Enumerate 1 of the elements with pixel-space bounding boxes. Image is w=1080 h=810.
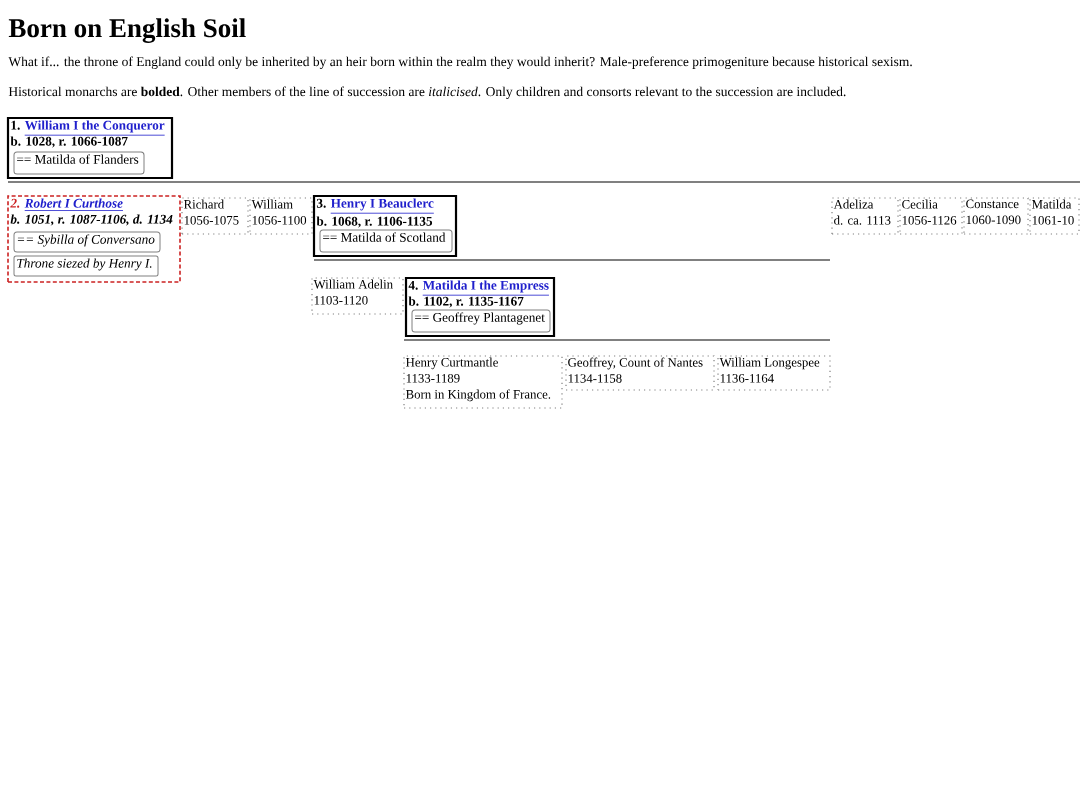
heading: Born on English Soil (8, 18, 246, 43)
